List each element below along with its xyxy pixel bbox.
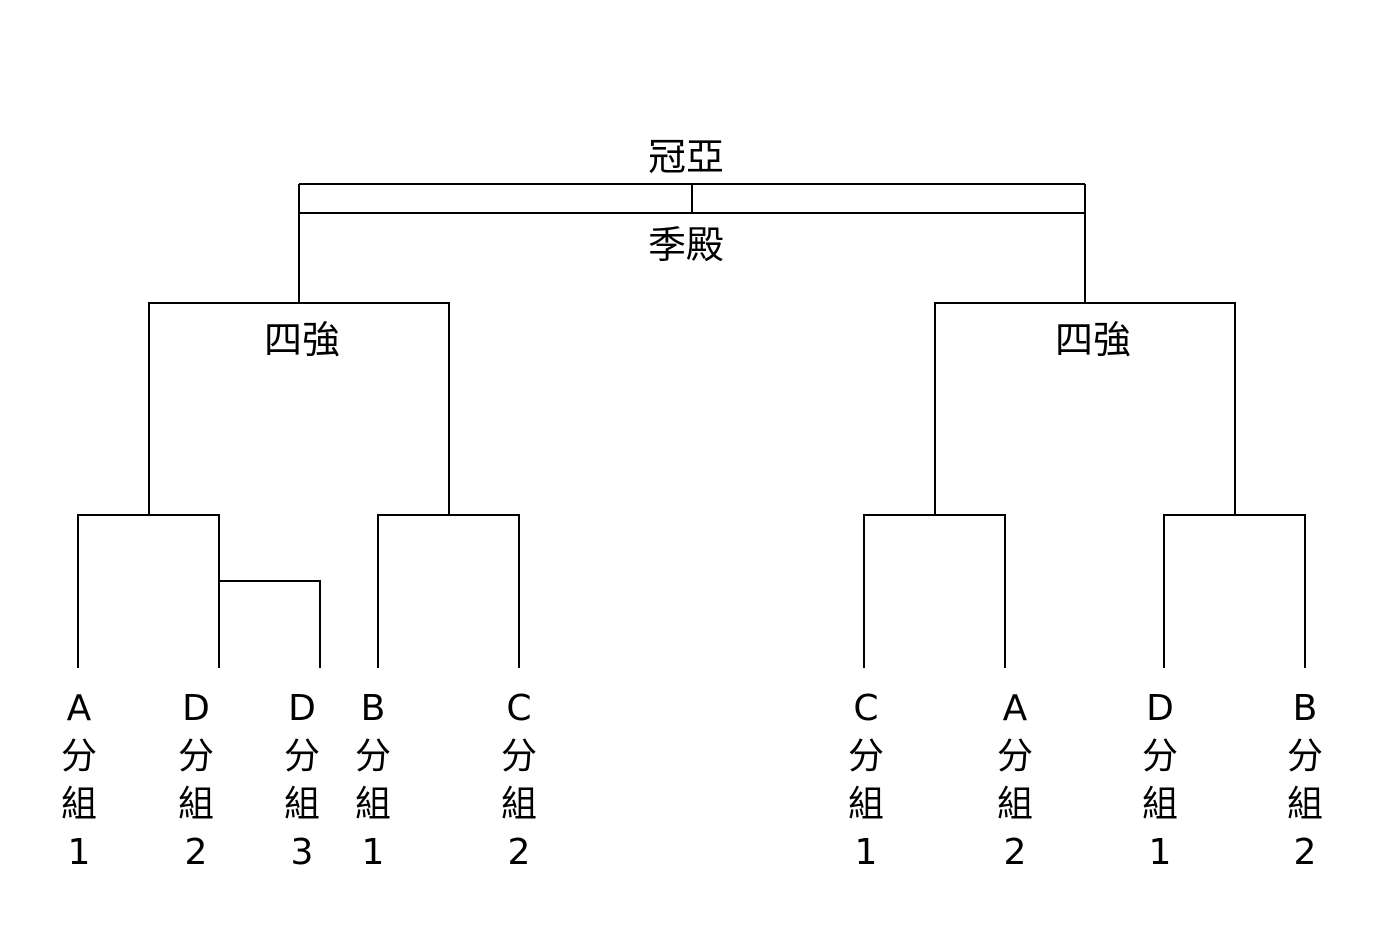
team-c2-char-4: 2 [508,832,531,873]
team-a1-char-2: 分 [61,736,97,777]
team-b1-char-3: 組 [355,784,391,825]
team-d2: D 分 組 2 [178,688,214,873]
team-c2-char-2: 分 [501,736,537,777]
quarterfinal-right-2 [1163,514,1306,668]
team-d1-char-4: 1 [1149,832,1172,873]
team-d3-char-3: 組 [284,784,320,825]
team-a1-char-1: A [67,688,92,729]
team-d2-char-3: 組 [178,784,214,825]
third-place-label: 季殿 [648,223,724,267]
team-d1-char-2: 分 [1142,736,1178,777]
team-a1: A 分 組 1 [61,688,97,873]
team-b1: B 分 組 1 [355,688,391,873]
semifinal-right: 四強 [934,302,1236,515]
team-a2-char-4: 2 [1004,832,1027,873]
team-b1-char-4: 1 [362,832,385,873]
team-b1-char-2: 分 [355,736,391,777]
semifinal-right-label: 四強 [1055,318,1131,362]
team-d1-char-1: D [1146,688,1174,729]
team-d3: D 分 組 3 [284,688,320,873]
qf-right-2-bracket [1163,514,1306,668]
team-d2-char-1: D [182,688,210,729]
team-c1-char-4: 1 [855,832,878,873]
qf-left-1-bracket [77,514,220,668]
team-c2-char-1: C [506,688,531,729]
team-d3-char-1: D [288,688,316,729]
team-b2-char-3: 組 [1287,784,1323,825]
final-section: 冠亞 季殿 [298,135,1086,303]
team-b2: B 分 組 2 [1287,688,1323,873]
team-a1-char-3: 組 [61,784,97,825]
team-c2-char-3: 組 [501,784,537,825]
qf-left-2-bracket [377,514,520,668]
semifinal-left: 四強 [148,302,450,515]
team-c1: C 分 組 1 [848,688,884,873]
team-d3-char-2: 分 [284,736,320,777]
team-d2-char-4: 2 [185,832,208,873]
team-c1-char-1: C [853,688,878,729]
quarterfinal-left-2 [377,514,520,668]
team-a1-char-4: 1 [68,832,91,873]
team-d3-char-4: 3 [291,832,314,873]
team-c1-char-3: 組 [848,784,884,825]
qf-left-1-playin [219,580,321,668]
quarterfinal-left-1 [77,514,321,668]
team-b2-char-4: 2 [1294,832,1317,873]
team-b2-char-2: 分 [1287,736,1323,777]
team-b1-char-1: B [361,688,386,729]
team-a2-char-1: A [1003,688,1028,729]
team-c2: C 分 組 2 [501,688,537,873]
semifinal-left-bracket [148,302,450,515]
team-a2-char-2: 分 [997,736,1033,777]
team-d1: D 分 組 1 [1142,688,1178,873]
quarterfinal-right-1 [863,514,1006,668]
semifinal-left-label: 四強 [264,318,340,362]
team-c1-char-2: 分 [848,736,884,777]
final-label: 冠亞 [648,135,724,179]
team-d1-char-3: 組 [1142,784,1178,825]
team-a2-char-3: 組 [997,784,1033,825]
team-b2-char-1: B [1293,688,1318,729]
final-line [299,183,1085,214]
team-d2-char-2: 分 [178,736,214,777]
qf-right-1-bracket [863,514,1006,668]
semifinal-right-bracket [934,302,1236,515]
team-a2: A 分 組 2 [997,688,1033,873]
